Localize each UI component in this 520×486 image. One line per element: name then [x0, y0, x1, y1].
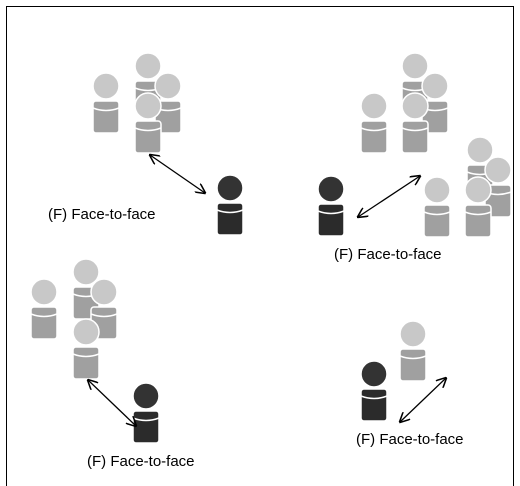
- person-light-icon: [72, 318, 100, 380]
- person-light-icon: [399, 320, 427, 382]
- person-dark-icon: [132, 382, 160, 444]
- person-light-icon: [401, 92, 429, 154]
- label-face-to-face-top-right: (F) Face-to-face: [334, 246, 442, 263]
- double-arrow-icon: [150, 155, 205, 193]
- person-light-icon: [360, 92, 388, 154]
- double-arrow-icon: [358, 176, 420, 217]
- person-light-icon: [134, 92, 162, 154]
- diagram-frame: [6, 6, 514, 486]
- double-arrow-icon: [400, 378, 446, 422]
- person-dark-icon: [360, 360, 388, 422]
- person-light-icon: [30, 278, 58, 340]
- label-face-to-face-top-left: (F) Face-to-face: [48, 206, 156, 223]
- person-light-icon: [423, 176, 451, 238]
- person-dark-icon: [317, 175, 345, 237]
- person-light-icon: [92, 72, 120, 134]
- double-arrow-icon: [88, 380, 136, 426]
- person-light-icon: [464, 176, 492, 238]
- label-face-to-face-bottom-left: (F) Face-to-face: [87, 453, 195, 470]
- label-face-to-face-bottom-right: (F) Face-to-face: [356, 431, 464, 448]
- person-dark-icon: [216, 174, 244, 236]
